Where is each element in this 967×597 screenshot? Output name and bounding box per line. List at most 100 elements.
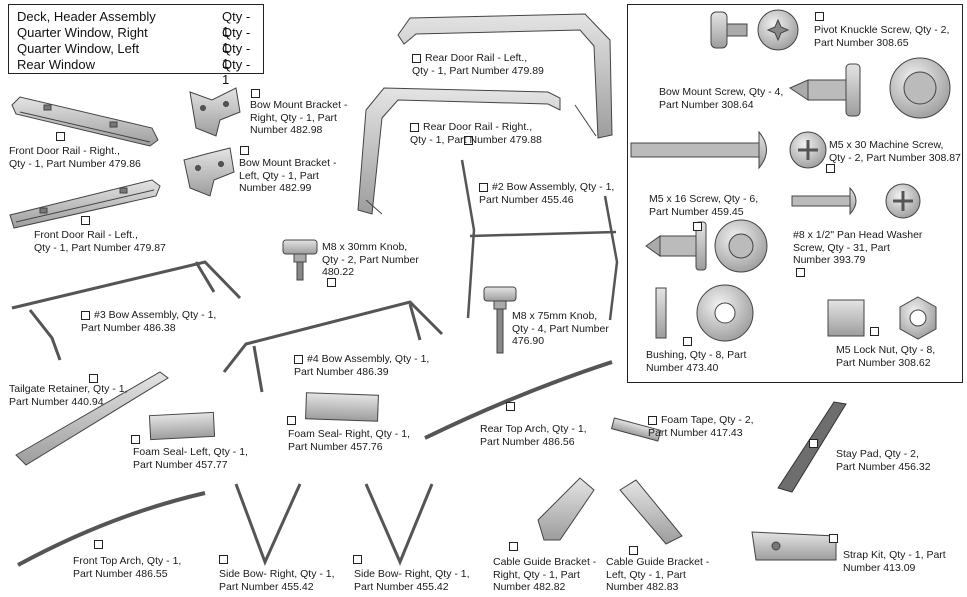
foam-seal-left-drawing <box>148 411 216 441</box>
bow3-assembly-drawing <box>11 260 242 361</box>
label-bushing: Bushing, Qty - 8, Part Number 473.40 <box>646 349 747 374</box>
label-tailgate-retainer: Tailgate Retainer, Qty - 1, Part Number … <box>9 383 128 408</box>
checkbox-cable-guide-bracket-left[interactable] <box>629 546 638 555</box>
label-front-door-rail-left: Front Door Rail - Left., Qty - 1, Part N… <box>34 229 166 254</box>
checkbox-strap-kit[interactable] <box>829 534 838 543</box>
contents-box: Deck, Header Assembly Qty - 1 Quarter Wi… <box>8 4 264 87</box>
contents-row-name: Quarter Window, Right <box>17 25 148 40</box>
checkbox-tailgate-retainer[interactable] <box>89 374 98 383</box>
label-foam-seal-right: Foam Seal- Right, Qty - 1, Part Number 4… <box>288 428 410 453</box>
front-door-rail-left-drawing <box>9 179 161 229</box>
foam-seal-right-drawing <box>305 392 379 422</box>
bow4-assembly-drawing <box>222 300 444 393</box>
label-m8x30-knob: M8 x 30mm Knob, Qty - 2, Part Number 480… <box>322 241 419 278</box>
checkbox-m5x30-machine-screw[interactable] <box>826 164 835 173</box>
bow2-assembly-drawing <box>460 159 619 321</box>
checkbox-front-door-rail-left[interactable] <box>81 216 90 225</box>
pivot-knuckle-screw-drawing <box>710 9 799 51</box>
tailgate-retainer-drawing <box>15 371 169 466</box>
checkbox-foam-tape[interactable] <box>648 415 657 425</box>
label-bow-mount-screw: Bow Mount Screw, Qty - 4, Part Number 30… <box>659 86 784 111</box>
contents-row-qty: Qty - 1 <box>222 25 251 55</box>
label-foam-tape: Foam Tape, Qty - 2, Part Number 417.43 <box>648 414 754 439</box>
contents-row-name: Deck, Header Assembly <box>17 9 156 24</box>
label-stay-pad: Stay Pad, Qty - 2, Part Number 456.32 <box>836 448 931 473</box>
label-foam-tape-text: Foam Tape, Qty - 2, Part Number 417.43 <box>648 414 754 439</box>
label-bow4-assembly-text: #4 Bow Assembly, Qty - 1, Part Number 48… <box>294 353 430 378</box>
label-rear-door-rail-right-text: Rear Door Rail - Right., Qty - 1, Part N… <box>410 121 542 146</box>
checkbox-front-door-rail-right[interactable] <box>56 132 65 141</box>
label-cable-guide-bracket-left: Cable Guide Bracket - Left, Qty - 1, Par… <box>606 556 710 593</box>
checkbox-pan-head-washer-screw[interactable] <box>796 268 805 277</box>
side-bow-right-2-drawing <box>364 483 434 566</box>
cable-guide-bracket-right-drawing <box>537 477 595 541</box>
checkbox-rear-door-rail-right[interactable] <box>410 122 419 132</box>
label-front-top-arch: Front Top Arch, Qty - 1, Part Number 486… <box>73 555 182 580</box>
strap-kit-drawing <box>751 531 837 561</box>
rear-top-arch-drawing <box>424 360 613 440</box>
label-side-bow-right-1: Side Bow- Right, Qty - 1, Part Number 45… <box>219 568 335 593</box>
checkbox-front-top-arch[interactable] <box>94 540 103 549</box>
label-strap-kit: Strap Kit, Qty - 1, Part Number 413.09 <box>843 549 946 574</box>
m8x75-knob-drawing <box>483 286 517 354</box>
checkbox-rear-door-rail-left[interactable] <box>412 53 421 63</box>
contents-row-qty: Qty - 1 <box>222 9 251 39</box>
checkbox-bushing[interactable] <box>683 337 692 346</box>
checkbox-foam-seal-right[interactable] <box>287 416 296 425</box>
label-side-bow-right-2: Side Bow- Right, Qty - 1, Part Number 45… <box>354 568 470 593</box>
checkbox-bow2-inline[interactable] <box>479 182 488 192</box>
label-bow3-assembly-text: #3 Bow Assembly, Qty - 1, Part Number 48… <box>81 309 217 334</box>
checkbox-bow3-assembly[interactable] <box>81 310 90 320</box>
rear-door-rail-right-drawing <box>357 87 561 215</box>
checkbox-bow2-assembly[interactable] <box>464 136 473 145</box>
m8x30-knob-drawing <box>282 239 318 281</box>
checkbox-m5-lock-nut[interactable] <box>870 327 879 336</box>
checkbox-m5x16-screw[interactable] <box>693 222 702 231</box>
label-pivot-knuckle-screw: Pivot Knuckle Screw, Qty - 2, Part Numbe… <box>814 24 950 49</box>
label-rear-door-rail-left-text: Rear Door Rail - Left., Qty - 1, Part Nu… <box>412 52 544 77</box>
checkbox-side-bow-right-2[interactable] <box>353 555 362 564</box>
label-bow2-assembly-text: #2 Bow Assembly, Qty - 1, Part Number 45… <box>479 181 615 206</box>
checkbox-foam-seal-left[interactable] <box>131 435 140 444</box>
label-bow3-assembly: #3 Bow Assembly, Qty - 1, Part Number 48… <box>81 309 216 334</box>
cable-guide-bracket-left-drawing <box>619 479 683 545</box>
label-bow4-assembly: #4 Bow Assembly, Qty - 1, Part Number 48… <box>294 353 429 378</box>
checkbox-pivot-knuckle-screw[interactable] <box>815 12 824 21</box>
bow-mount-bracket-left-drawing <box>183 147 235 197</box>
checkbox-bow-mount-bracket-left[interactable] <box>240 146 249 155</box>
label-m5-lock-nut: M5 Lock Nut, Qty - 8, Part Number 308.62 <box>836 344 936 369</box>
checkbox-cable-guide-bracket-right[interactable] <box>509 542 518 551</box>
m5x30-machine-screw-drawing <box>630 130 827 170</box>
bow-mount-bracket-right-drawing <box>189 87 241 137</box>
foam-tape-drawing <box>610 417 662 442</box>
checkbox-stay-pad[interactable] <box>809 439 818 448</box>
checkbox-bow4-assembly[interactable] <box>294 354 303 364</box>
bushing-drawing <box>655 284 754 342</box>
label-bow-mount-bracket-right: Bow Mount Bracket - Right, Qty - 1, Part… <box>250 99 348 136</box>
rear-door-rail-left-drawing <box>397 13 613 139</box>
contents-row-name: Quarter Window, Left <box>17 41 140 56</box>
bow-mount-screw-drawing <box>788 57 951 119</box>
front-door-rail-right-drawing <box>11 96 159 147</box>
contents-row-qty: Qty - 1 <box>222 41 251 71</box>
front-top-arch-drawing <box>17 491 206 567</box>
label-m8x75-knob: M8 x 75mm Knob, Qty - 4, Part Number 476… <box>512 310 609 347</box>
contents-row-name: Rear Window <box>17 57 96 72</box>
checkbox-side-bow-right-1[interactable] <box>219 555 228 564</box>
label-rear-top-arch: Rear Top Arch, Qty - 1, Part Number 486.… <box>480 423 587 448</box>
checkbox-m8x30-knob[interactable] <box>327 278 336 287</box>
label-m5x16-screw: M5 x 16 Screw, Qty - 6, Part Number 459.… <box>649 193 759 218</box>
side-bow-right-1-drawing <box>234 483 302 566</box>
checkbox-bow-mount-bracket-right[interactable] <box>251 89 260 98</box>
label-rear-door-rail-left: Rear Door Rail - Left., Qty - 1, Part Nu… <box>412 52 544 77</box>
label-m5x30-machine-screw: M5 x 30 Machine Screw, Qty - 2, Part Num… <box>829 139 961 164</box>
m5-lock-nut-drawing <box>827 296 937 340</box>
label-foam-seal-left: Foam Seal- Left, Qty - 1, Part Number 45… <box>133 446 248 471</box>
label-pan-head-washer-screw: #8 x 1/2" Pan Head Washer Screw, Qty - 3… <box>793 229 923 266</box>
checkbox-rear-top-arch[interactable] <box>506 402 515 411</box>
label-bow2-assembly: #2 Bow Assembly, Qty - 1, Part Number 45… <box>479 181 614 206</box>
label-front-door-rail-right: Front Door Rail - Right., Qty - 1, Part … <box>9 145 141 170</box>
pan-head-washer-screw-drawing <box>791 183 921 219</box>
